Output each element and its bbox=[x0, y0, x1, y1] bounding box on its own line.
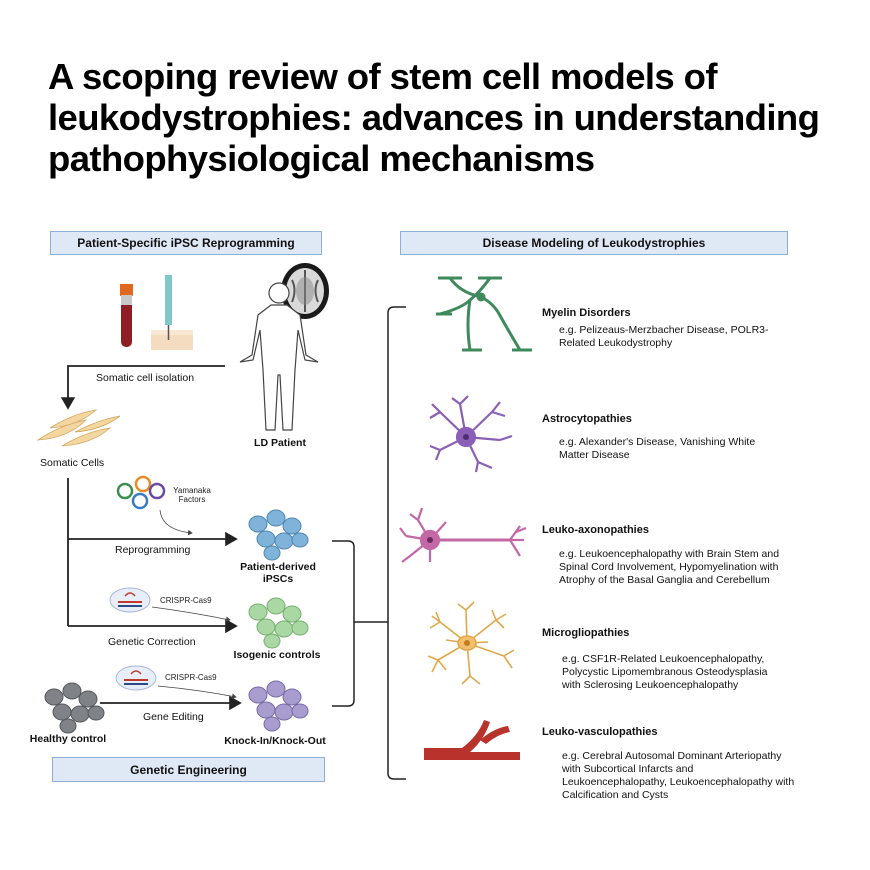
blood-tube-icon bbox=[120, 284, 133, 347]
reprogramming-label: Reprogramming bbox=[115, 544, 191, 556]
knock-in-out-cluster bbox=[248, 680, 309, 732]
right-bracket bbox=[387, 306, 406, 780]
neuron-axon-icon bbox=[399, 507, 527, 563]
patient-ipsc-cluster bbox=[248, 509, 309, 561]
disease-modeling-header-label: Disease Modeling of Leukodystrophies bbox=[482, 236, 706, 250]
isolation-arrow bbox=[60, 365, 225, 410]
page-title: A scoping review of stem cell models of … bbox=[48, 56, 820, 179]
disease-name-myelin: Myelin Disorders bbox=[542, 307, 631, 319]
ipsc-reprogramming-header-label: Patient-Specific iPSC Reprogramming bbox=[77, 236, 295, 250]
disease-name-astrocytopathies: Astrocytopathies bbox=[542, 413, 632, 425]
skin-biopsy-icon bbox=[151, 275, 193, 350]
astrocyte-icon bbox=[429, 395, 513, 473]
isogenic-controls-label: Isogenic controls bbox=[233, 649, 321, 661]
somatic-cells-label: Somatic Cells bbox=[40, 457, 105, 469]
crispr-label-2: CRISPR-Cas9 bbox=[165, 673, 217, 682]
disease-modeling-header: Disease Modeling of Leukodystrophies bbox=[400, 231, 788, 255]
disease-examples-leuko-vasculopathies: e.g. Cerebral Autosomal Dominant Arterio… bbox=[562, 750, 795, 801]
disease-examples-leuko-axonopathies: e.g. Leukoencephalopathy with Brain Stem… bbox=[559, 548, 780, 586]
crispr-label-1: CRISPR-Cas9 bbox=[160, 596, 212, 605]
myelin-icon bbox=[436, 276, 532, 352]
crispr-pointer-2 bbox=[157, 685, 237, 699]
somatic-cells-icon bbox=[36, 409, 121, 447]
ld-patient-figure bbox=[239, 282, 319, 431]
healthy-control-cluster bbox=[44, 682, 105, 734]
yamanaka-pointer bbox=[159, 509, 193, 536]
blood-vessel-icon bbox=[424, 720, 520, 760]
disease-examples-astrocytopathies: e.g. Alexander's Disease, Vanishing Whit… bbox=[559, 436, 756, 461]
left-bracket bbox=[332, 540, 355, 707]
genetic-engineering-header: Genetic Engineering bbox=[52, 757, 325, 782]
disease-name-microgliopathies: Microgliopathies bbox=[542, 627, 630, 639]
yamanaka-label: Yamanaka Factors bbox=[173, 486, 211, 504]
crispr-cas9-icon-2 bbox=[115, 665, 157, 691]
brain-mri-icon bbox=[281, 263, 329, 319]
patient-ipscs-label: Patient-derived iPSCs bbox=[240, 561, 316, 585]
microglia-icon bbox=[427, 601, 515, 685]
knock-in-out-label: Knock-In/Knock-Out bbox=[224, 735, 326, 747]
gene-editing-label: Gene Editing bbox=[143, 711, 204, 723]
disease-name-leuko-vasculopathies: Leuko-vasculopathies bbox=[542, 726, 658, 738]
somatic-isolation-label: Somatic cell isolation bbox=[96, 372, 195, 384]
isogenic-control-cluster bbox=[248, 597, 309, 649]
genetic-correction-label: Genetic Correction bbox=[108, 636, 196, 648]
crispr-pointer-1 bbox=[151, 606, 231, 622]
genetic-engineering-header-label: Genetic Engineering bbox=[130, 762, 247, 777]
ipsc-reprogramming-header: Patient-Specific iPSC Reprogramming bbox=[50, 231, 322, 255]
disease-name-leuko-axonopathies: Leuko-axonopathies bbox=[542, 524, 649, 536]
disease-examples-myelin: e.g. Pelizeaus-Merzbacher Disease, POLR3… bbox=[559, 324, 769, 349]
disease-examples-microgliopathies: e.g. CSF1R-Related Leukoencephalopathy, … bbox=[562, 653, 768, 691]
ld-patient-label: LD Patient bbox=[254, 437, 306, 449]
yamanaka-plasmids-icon bbox=[116, 475, 166, 510]
crispr-cas9-icon bbox=[109, 587, 151, 613]
healthy-control-label: Healthy control bbox=[29, 733, 107, 745]
